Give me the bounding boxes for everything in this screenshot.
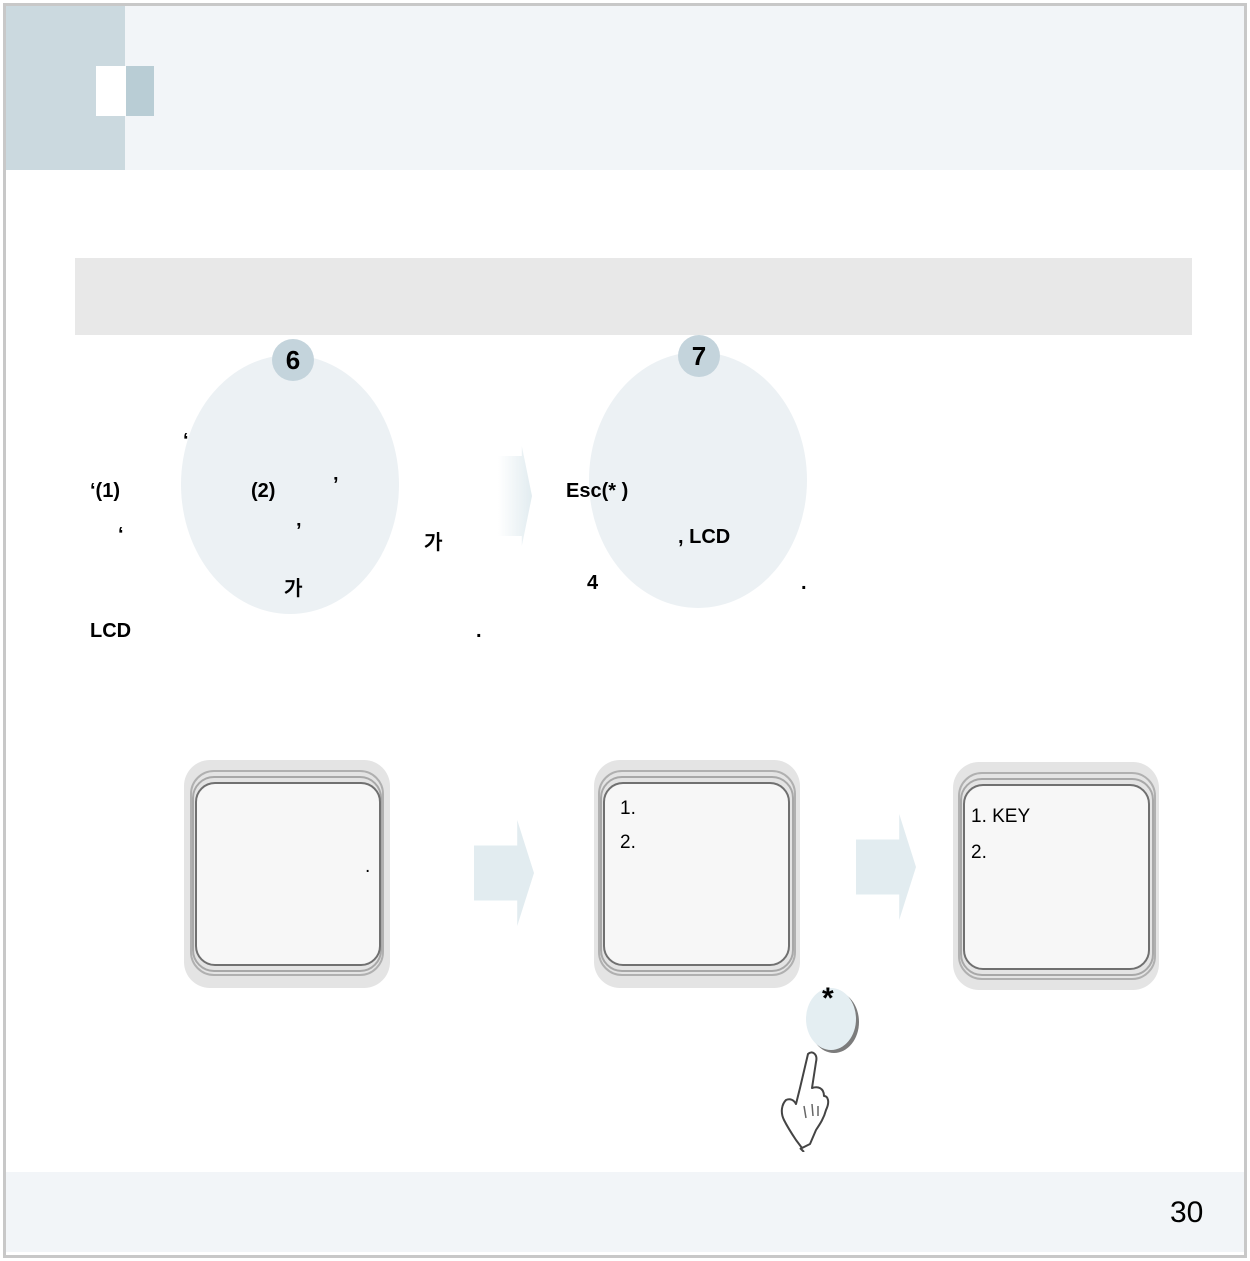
lcd-screen-2-item-1: 1. <box>620 798 636 819</box>
page-number: 30 <box>1170 1196 1204 1229</box>
step6-text-2b: ’ <box>296 520 302 542</box>
step6-text-1a: ‘(1) <box>90 480 120 502</box>
lcd-screen-3-item-1: 1. KEY <box>971 806 1031 827</box>
lcd-screen-2-item-2: 2. <box>620 832 636 853</box>
hand-pointer-icon <box>780 1051 830 1152</box>
step6-text-3a: 가 <box>284 578 303 600</box>
lcd-screen-2-display <box>603 782 790 966</box>
lcd-screen-3-item-2: 2. <box>971 842 987 863</box>
footer-band <box>6 1172 1244 1252</box>
lcd-screen-2-ring <box>598 770 796 976</box>
step7-text-2: , LCD <box>678 526 731 548</box>
step6-text-1c: ’ <box>333 474 339 496</box>
star-key-button[interactable] <box>806 988 856 1050</box>
step6-ellipse <box>181 355 399 614</box>
step6-quote-open: ‘ <box>183 430 189 452</box>
step7-ellipse <box>589 352 807 608</box>
step7-badge: 7 <box>678 335 720 377</box>
step6-badge: 6 <box>272 339 314 381</box>
lcd-screen-1-ring-inner <box>192 776 382 972</box>
lcd-screen-3-ring-inner <box>960 778 1154 976</box>
section-title-bar <box>75 258 1192 335</box>
step7-text-1: Esc(* ) <box>566 480 629 502</box>
step6-text-2a: ‘ <box>118 524 124 546</box>
header-square-blue <box>126 66 154 116</box>
step6-text-4b: . <box>476 620 482 642</box>
lcd-screen-1-ring <box>190 770 384 976</box>
step6-text-1b: (2) <box>251 480 276 502</box>
lcd-screen-3-display <box>963 784 1150 970</box>
header-band <box>6 6 1244 170</box>
lcd-screen-2-ring-inner <box>600 776 794 972</box>
step6-text-4a: LCD <box>90 620 132 642</box>
lcd-screen-3-ring <box>958 772 1156 980</box>
step7-text-3b: . <box>801 572 807 594</box>
lcd-screen-1-dot: . <box>365 856 371 877</box>
step7-text-3a: 4 <box>587 572 599 594</box>
header-square-white <box>96 66 126 116</box>
star-key-label: * <box>822 982 834 1015</box>
lcd-screen-1-display <box>195 782 381 966</box>
page-frame <box>3 3 1247 1258</box>
step6-text-2c: 가 <box>424 532 443 554</box>
